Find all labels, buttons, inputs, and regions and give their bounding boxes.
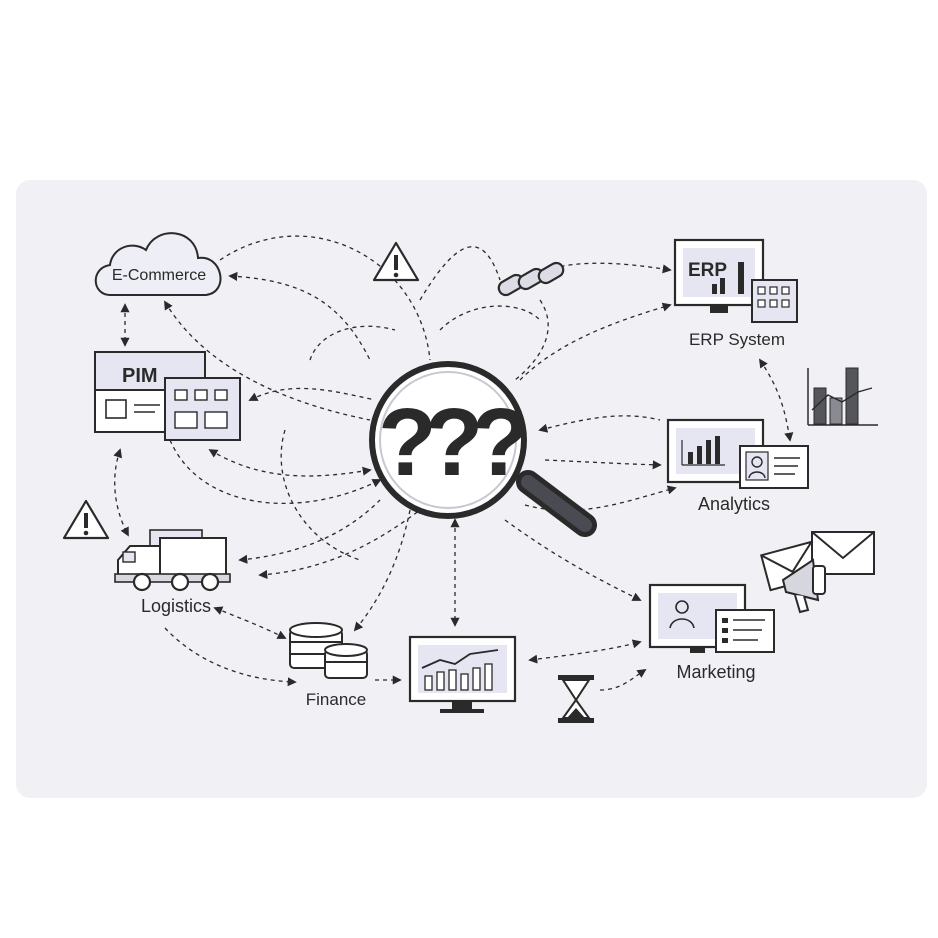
hourglass-icon xyxy=(558,675,594,723)
finance-node: Finance xyxy=(289,622,368,709)
profile-card-icon xyxy=(739,445,809,489)
chain-link-icon xyxy=(497,261,565,297)
coins-icon xyxy=(289,622,368,679)
connection-arrow xyxy=(208,449,372,477)
erp-monitor-icon: ERP xyxy=(673,238,765,313)
connection-arrow xyxy=(164,300,371,421)
erp-screen-text: ERP xyxy=(688,260,727,281)
connection-arrow xyxy=(544,459,662,470)
connection-arrow xyxy=(258,509,421,580)
question-marks: ??? xyxy=(378,389,525,496)
ecommerce-label: E-Commerce xyxy=(112,267,206,284)
megaphone-icon xyxy=(781,558,826,614)
connection-arrow xyxy=(353,509,411,632)
finance-label: Finance xyxy=(306,690,366,709)
connection-arrow xyxy=(280,429,361,561)
connection-arrow xyxy=(504,519,642,601)
connection-arrow xyxy=(309,325,396,361)
connection-arrow xyxy=(599,668,647,691)
connection-arrow xyxy=(213,606,287,639)
connection-arrow xyxy=(113,448,129,537)
erp-label: ERP System xyxy=(689,330,785,349)
connection-arrow xyxy=(439,305,541,331)
marketing-monitor-icon xyxy=(648,583,775,653)
connection-arrow xyxy=(544,262,672,274)
cloud-icon xyxy=(94,232,222,296)
marketing-node: Marketing xyxy=(648,583,775,682)
building-icon xyxy=(751,279,798,323)
connection-arrow xyxy=(248,387,376,401)
erp-node: ERP ERP System xyxy=(673,238,798,349)
warning-icon xyxy=(62,499,110,540)
connection-arrow xyxy=(519,302,672,381)
bar-chart-icon xyxy=(807,367,878,426)
logistics-node: Logistics xyxy=(114,529,231,616)
magnifying-glass-icon: ??? xyxy=(369,361,597,537)
pim-dashboard-icon: PIM xyxy=(94,351,241,441)
connection-arrow xyxy=(164,627,297,687)
pim-node: PIM xyxy=(94,351,241,441)
truck-icon xyxy=(114,529,231,592)
warning-icon xyxy=(372,241,420,282)
pim-label: PIM xyxy=(122,365,158,387)
connection-arrow xyxy=(169,439,382,504)
connection-arrow xyxy=(419,246,501,301)
connection-arrow xyxy=(238,499,381,564)
connection-arrow xyxy=(758,358,794,442)
logistics-label: Logistics xyxy=(141,596,211,616)
ecommerce-node: E-Commerce xyxy=(94,232,222,296)
connection-arrow xyxy=(538,415,661,433)
marketing-label: Marketing xyxy=(676,662,755,682)
analytics-node: Analytics xyxy=(666,418,809,514)
connection-arrow xyxy=(514,299,549,381)
connection-arrow xyxy=(219,235,431,361)
finance-monitor-icon xyxy=(408,635,517,713)
connection-arrow xyxy=(528,639,642,664)
connection-arrow xyxy=(228,271,371,361)
analytics-label: Analytics xyxy=(698,494,770,514)
